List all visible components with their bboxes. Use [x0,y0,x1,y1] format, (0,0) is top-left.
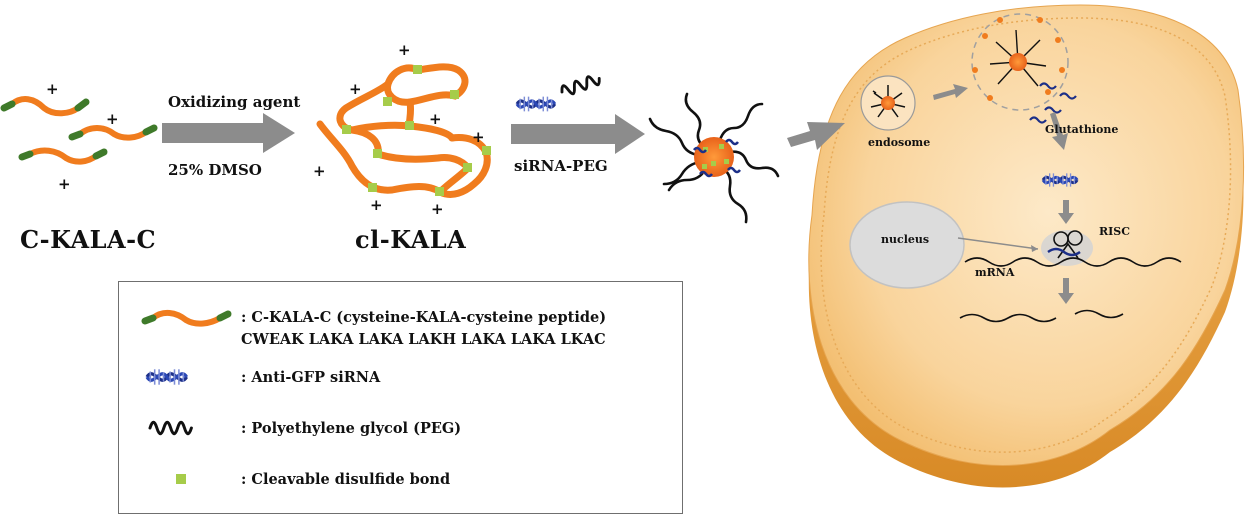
charge-plus: + [370,196,383,214]
crosslinked-label: cl-KALA [355,225,467,254]
charge-plus: + [472,128,485,146]
mrna-strands [959,257,1182,323]
complexation-arrow [511,114,645,154]
risc-complex [1041,230,1093,266]
oxidation-arrow [162,113,295,153]
legend-item-disulfide-text: : Cleavable disulfide bond [241,471,451,488]
cell-body [808,4,1245,466]
monomer-label: C-KALA-C [20,225,157,254]
charge-plus: + [431,200,444,218]
process-arrows [162,113,845,154]
charge-plus: + [349,80,362,98]
nucleus-label: nucleus [881,233,930,246]
legend-item-peg-text: : Polyethylene glycol (PEG) [241,420,462,437]
mrna-label: mRNA [975,266,1015,279]
charge-plus: + [398,41,411,59]
legend-box [118,281,683,514]
disulfide-bonds [342,65,491,196]
nanocomplex [648,92,780,224]
charge-plus: + [58,175,71,193]
endosomal-release [971,13,1077,124]
cell-arrows [933,84,1074,304]
legend-item-sirna-text: : Anti-GFP siRNA [241,369,381,386]
legend-item-peptide-sequence: CWEAK LAKA LAKA LAKH LAKA LAKA LKAC [241,331,606,348]
charge-plus: + [313,162,326,180]
legend-symbol-disulfide [176,474,186,484]
c-kala-c-monomers [0,96,158,165]
reagent-peg [558,71,603,99]
reagent-sirna [515,95,557,113]
charge-plus: + [429,110,442,128]
oxidizing-agent-label: Oxidizing agent [168,93,301,111]
charge-plus: + [46,80,59,98]
endosome-label: endosome [868,136,931,149]
risc-label: RISC [1099,225,1130,238]
sirna-peg-label: siRNA-PEG [514,157,608,175]
legend-symbol-peptide [141,310,232,327]
glutathione-label: Glutathione [1045,123,1119,136]
legend-item-peptide-text: : C-KALA-C (cysteine-KALA-cysteine pepti… [241,309,607,326]
dmso-label: 25% DMSO [168,161,262,179]
nucleus [849,201,965,289]
nucleus-arrow [957,237,1039,250]
uptake-arrow [787,122,845,150]
endosome [860,75,916,131]
charge-plus: + [106,110,119,128]
